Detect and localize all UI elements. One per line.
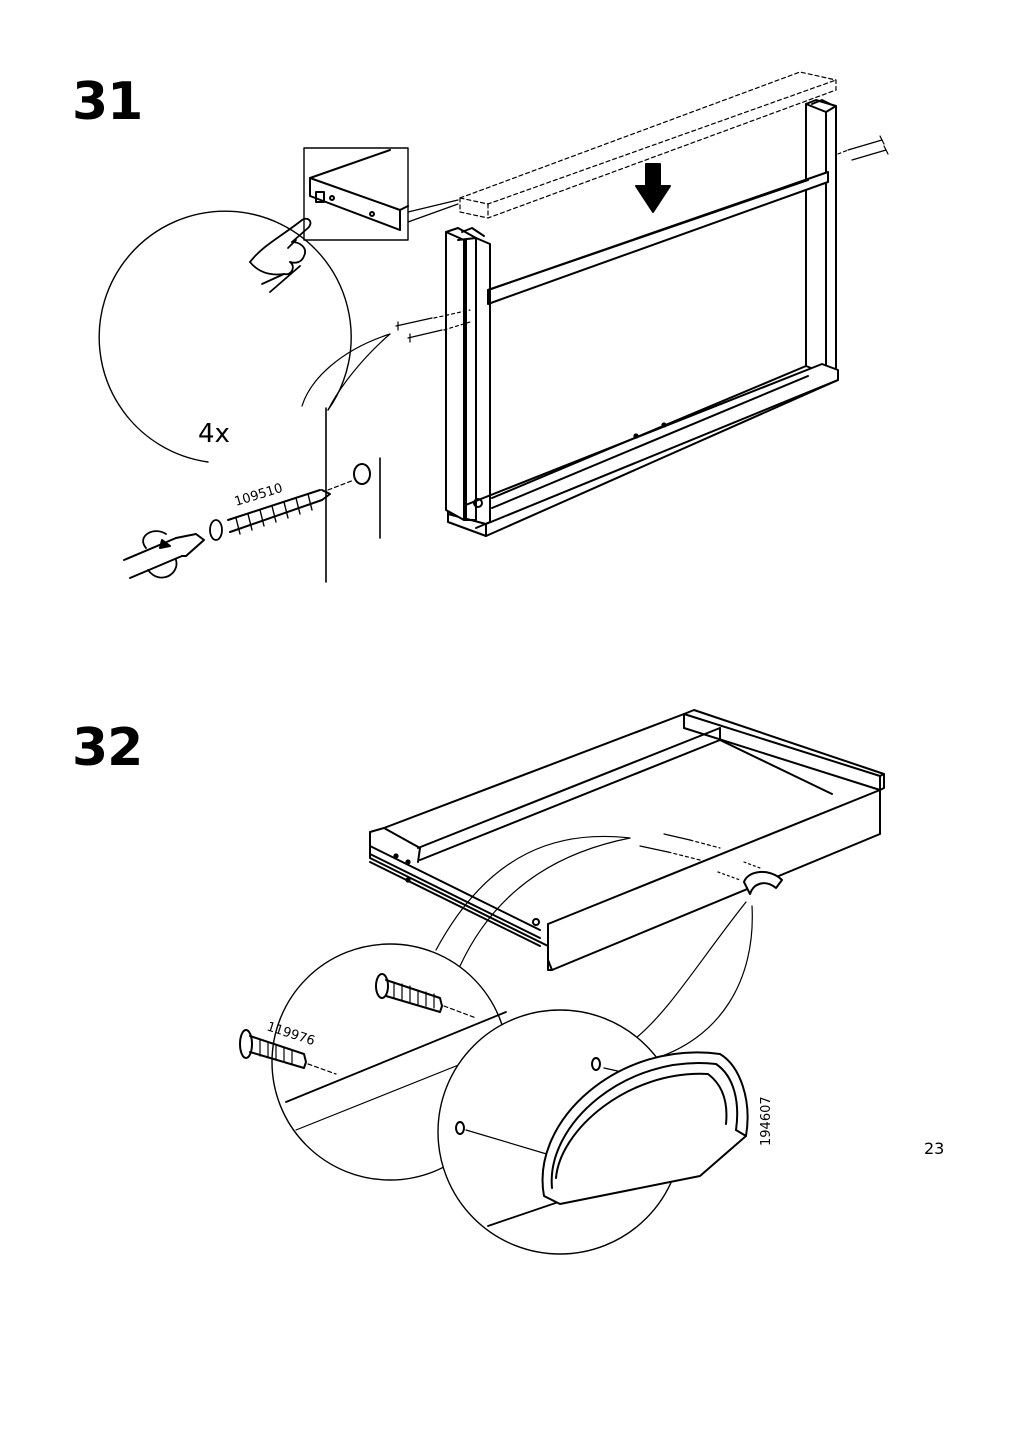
zoom-circle-handle [437,1009,749,1255]
down-arrow-icon [635,163,671,213]
pointing-hand-icon [249,217,312,293]
drawer-screws [639,833,761,881]
right-post [805,99,837,375]
zoom-leaders [435,835,753,1061]
part-number-screw: 109510 [233,481,285,510]
screws-left [395,309,471,343]
inset-panel-detail [303,147,459,241]
top-rail [487,171,829,305]
left-post [445,227,491,529]
bottom-frame [447,363,839,537]
dashed-top-panel [459,71,837,219]
step-31-number: 31 [72,72,143,132]
zoom-circle-screw [98,210,391,583]
screwdriver-icon [123,530,205,579]
drawer-box [369,709,885,971]
step-32-number: 32 [72,718,143,778]
screws-right [837,135,889,161]
page-number: 23 [924,1139,944,1158]
step-31-illustration [98,71,889,583]
step-32-illustration [239,709,885,1255]
part-number-handle: 194607 [759,1096,774,1146]
drawer-handle-small [743,871,783,895]
quantity-label: 4x [198,419,230,449]
